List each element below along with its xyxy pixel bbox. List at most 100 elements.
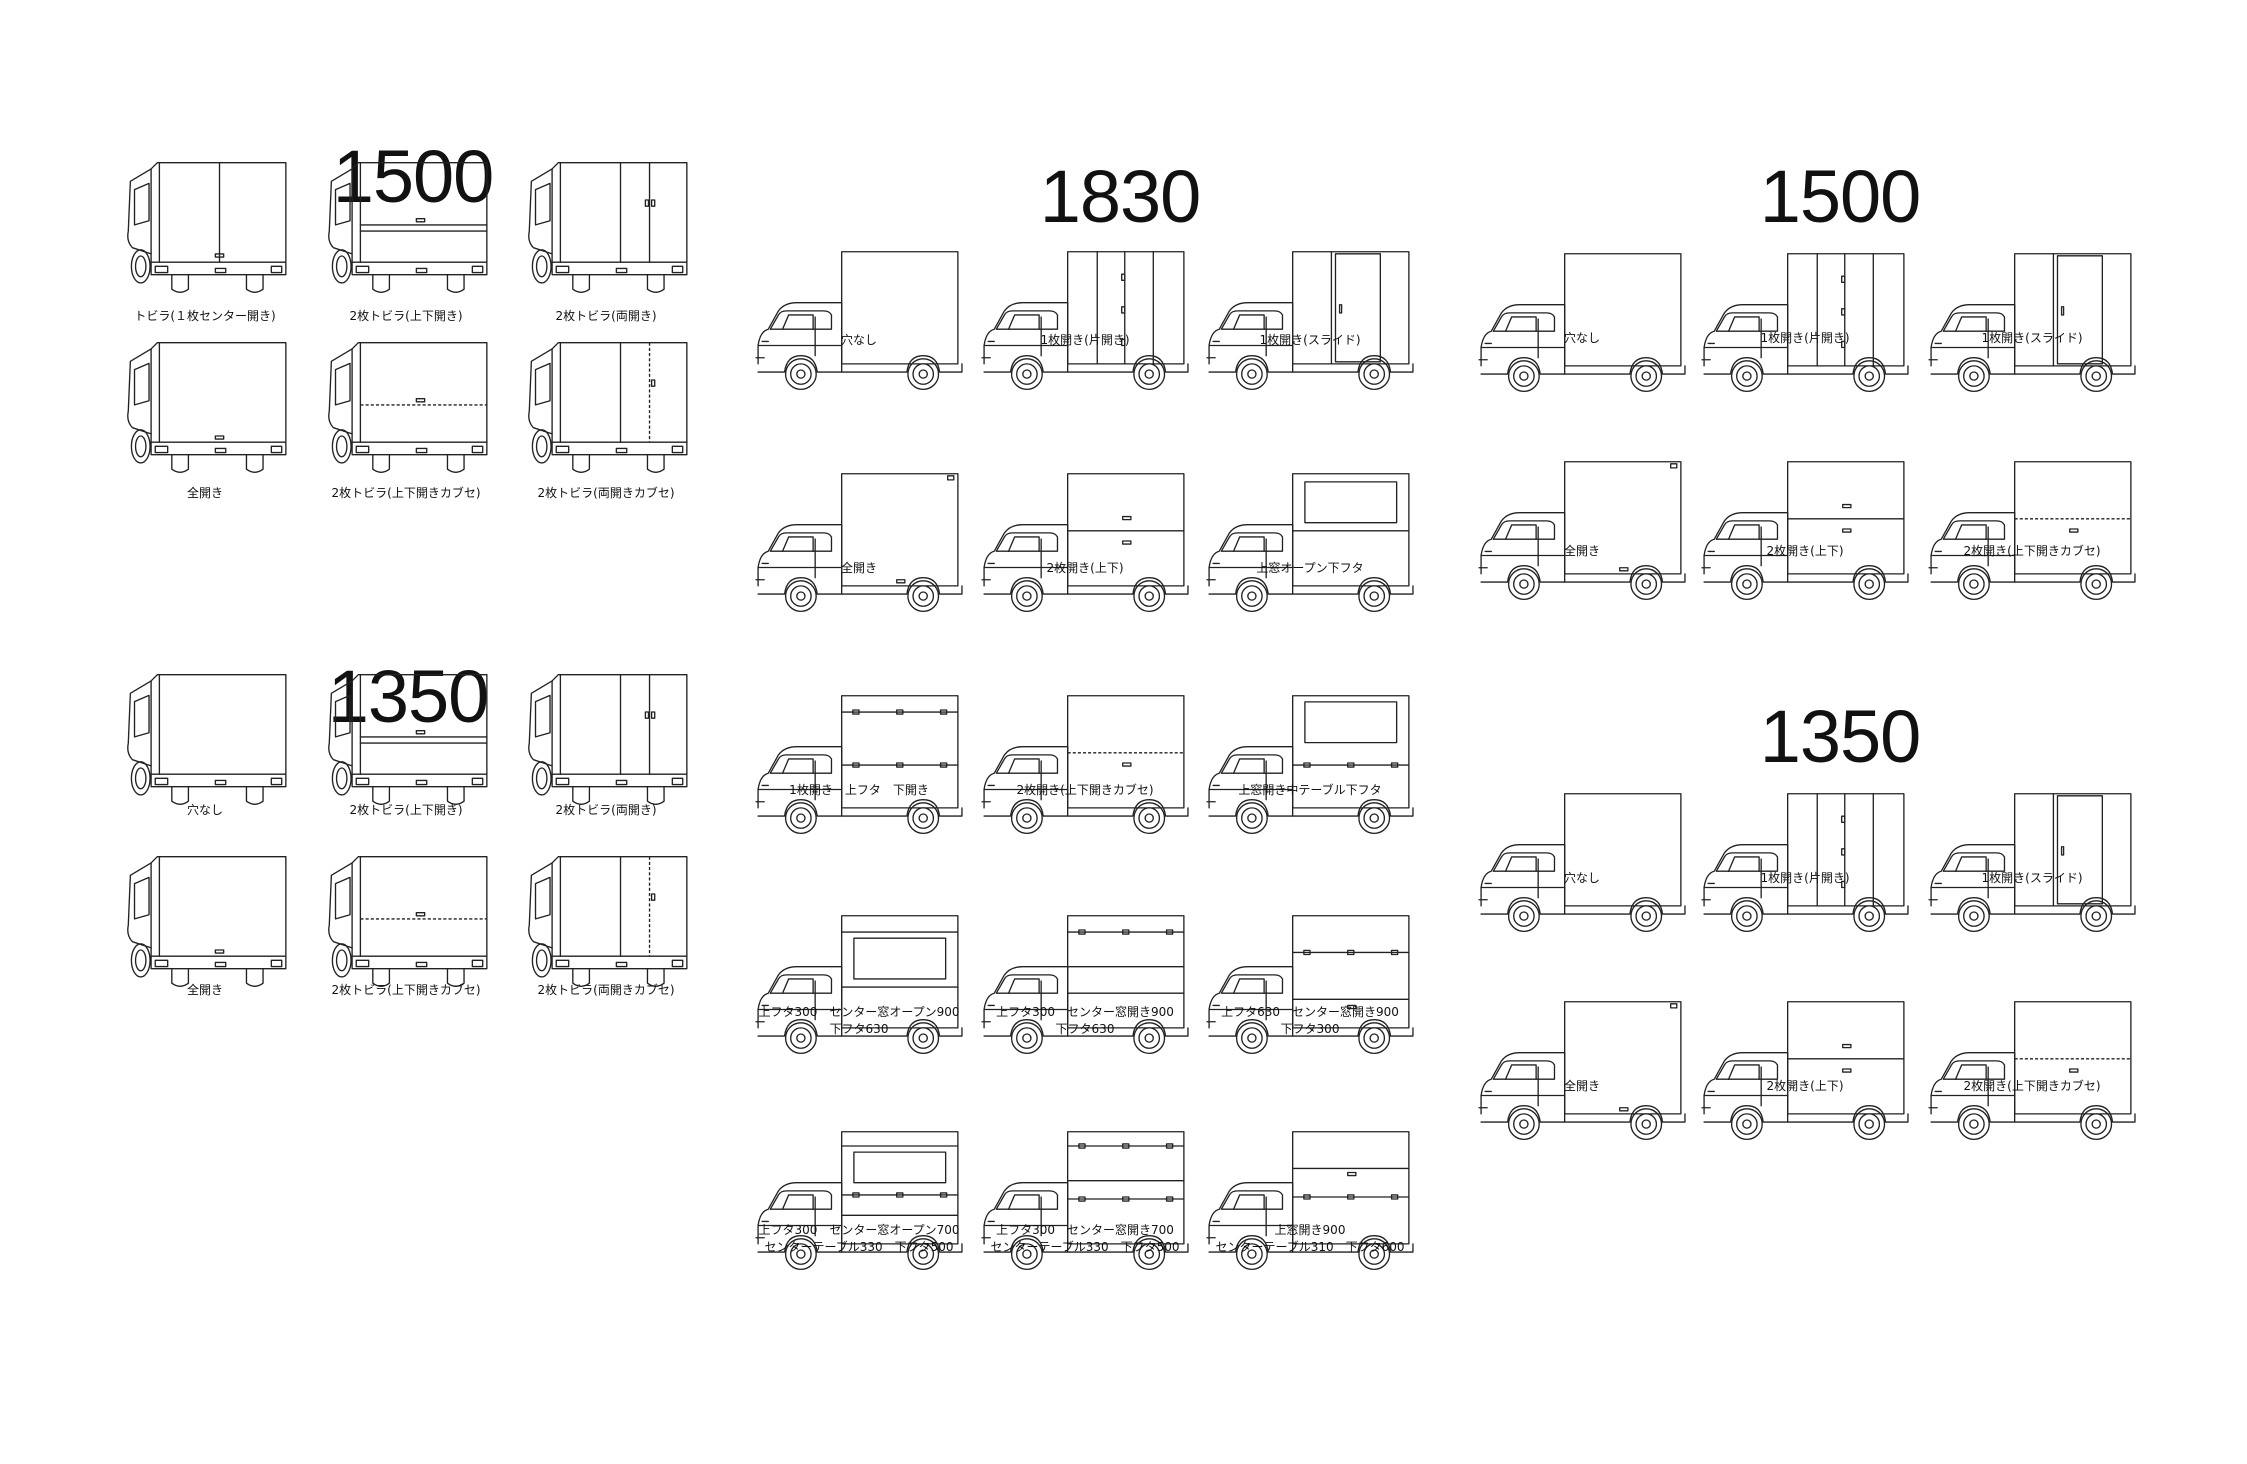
- caption-line: 穴なし: [840, 333, 878, 347]
- side-truck-drawing: [755, 473, 963, 613]
- rear-truck-drawing: [127, 856, 287, 987]
- caption-line: 上フタ300 センター窓開き700: [996, 1223, 1174, 1237]
- caption-line: 2枚トビラ(上下開きカブセ): [331, 983, 481, 997]
- caption-line: 上フタ630 センター窓開き900: [1221, 1005, 1399, 1019]
- variant-caption: 1枚開き(スライド): [1982, 330, 2083, 347]
- side-truck-drawing: [755, 251, 963, 391]
- variant-caption: 全開き: [187, 982, 223, 999]
- caption-line: 下フタ630: [829, 1022, 889, 1036]
- caption-line: 2枚開き(上下開きカブセ): [1963, 1079, 2101, 1093]
- variant-caption: 2枚トビラ(上下開き): [350, 802, 463, 819]
- variant-caption: 2枚開き(上下開きカブセ): [1964, 1078, 2101, 1095]
- variant-caption: 穴なし: [841, 332, 877, 349]
- caption-line: 上窓開き900: [1274, 1223, 1346, 1237]
- side-truck-drawing: [1928, 461, 2136, 601]
- caption-line: 1枚開き(片開き): [1760, 871, 1850, 885]
- variant-caption: 1枚開き(片開き): [1761, 330, 1850, 347]
- side-truck-drawing: [755, 695, 963, 835]
- variant-caption: 1枚開き 上フタ 下開き: [789, 782, 929, 799]
- caption-line: 全開き: [840, 561, 878, 575]
- variant-caption: 2枚トビラ(両開きカブセ): [538, 485, 675, 502]
- caption-line: 1枚開き(スライド): [1981, 331, 2083, 345]
- variant-caption: 上窓開き900 センターテーブル310 下フタ600: [1215, 1222, 1404, 1256]
- side-truck-drawing: [1928, 1001, 2136, 1141]
- variant-caption: 1枚開き(片開き): [1761, 870, 1850, 887]
- caption-line: 穴なし: [1563, 331, 1601, 345]
- caption-line: 上窓オープン下フタ: [1256, 561, 1364, 575]
- variant-caption: 全開き: [841, 560, 877, 577]
- variant-caption: 全開き: [187, 485, 223, 502]
- side-truck-drawing: [981, 251, 1189, 391]
- side-truck-drawing: [1206, 695, 1414, 835]
- variant-caption: 2枚開き(上下): [1767, 543, 1844, 560]
- caption-line: 2枚開き(上下開きカブセ): [1963, 544, 2101, 558]
- caption-line: センターテーブル330 下フタ500: [764, 1240, 954, 1254]
- variant-caption: 1枚開き(スライド): [1982, 870, 2083, 887]
- variant-caption: 穴なし: [1564, 330, 1600, 347]
- side-truck-drawing: [1701, 793, 1909, 933]
- caption-line: 2枚トビラ(両開き): [555, 309, 657, 323]
- variant-caption: 2枚トビラ(両開き): [556, 308, 657, 325]
- variant-caption: 1枚開き(スライド): [1260, 332, 1361, 349]
- caption-line: 全開き: [1563, 544, 1601, 558]
- rear-truck-drawing: [328, 674, 488, 805]
- caption-line: 全開き: [1563, 1079, 1601, 1093]
- rear-truck-drawing: [127, 342, 287, 473]
- variant-caption: 穴なし: [1564, 870, 1600, 887]
- variant-caption: トビラ(１枚センター開き): [134, 308, 275, 325]
- rear-truck-drawing: [127, 674, 287, 805]
- variant-caption: 2枚開き(上下開きカブセ): [1964, 543, 2101, 560]
- side-truck-drawing: [1206, 915, 1414, 1055]
- caption-line: トビラ(１枚センター開き): [134, 309, 276, 323]
- side-truck-drawing: [755, 915, 963, 1055]
- side-truck-drawing: [981, 473, 1189, 613]
- variant-caption: 上窓開き中テーブル下フタ: [1238, 782, 1381, 799]
- rear-truck-drawing: [328, 162, 488, 293]
- caption-line: 2枚開き(上下): [1046, 561, 1124, 575]
- variant-caption: 1枚開き(片開き): [1041, 332, 1130, 349]
- variant-caption: 2枚開き(上下開きカブセ): [1017, 782, 1154, 799]
- caption-line: センターテーブル310 下フタ600: [1215, 1240, 1405, 1254]
- section-title: 1830: [1039, 155, 1202, 238]
- side-truck-drawing: [1701, 253, 1909, 393]
- rear-truck-drawing: [328, 342, 488, 473]
- variant-caption: 2枚トビラ(両開きカブセ): [538, 982, 675, 999]
- caption-line: 穴なし: [186, 803, 224, 817]
- caption-line: 2枚トビラ(両開きカブセ): [537, 983, 675, 997]
- caption-line: 2枚トビラ(上下開き): [349, 309, 463, 323]
- caption-line: 2枚開き(上下): [1766, 544, 1844, 558]
- variant-caption: 穴なし: [187, 802, 223, 819]
- rear-truck-drawing: [528, 856, 688, 987]
- caption-line: 1枚開き(片開き): [1040, 333, 1130, 347]
- side-truck-drawing: [1701, 461, 1909, 601]
- side-truck-drawing: [1206, 251, 1414, 391]
- caption-line: 2枚開き(上下): [1766, 1079, 1844, 1093]
- caption-line: 2枚トビラ(両開き): [555, 803, 657, 817]
- variant-caption: 全開き: [1564, 1078, 1600, 1095]
- caption-line: 下フタ300: [1280, 1022, 1340, 1036]
- caption-line: 下フタ630: [1055, 1022, 1115, 1036]
- caption-line: 全開き: [186, 983, 224, 997]
- caption-line: 1枚開き 上フタ 下開き: [789, 783, 929, 797]
- side-truck-drawing: [1206, 1131, 1414, 1271]
- rear-truck-drawing: [528, 342, 688, 473]
- side-truck-drawing: [1478, 253, 1686, 393]
- side-truck-drawing: [1478, 793, 1686, 933]
- side-truck-drawing: [755, 1131, 963, 1271]
- variant-caption: 2枚トビラ(上下開きカブセ): [332, 982, 481, 999]
- side-truck-drawing: [981, 695, 1189, 835]
- section-title: 1500: [1759, 155, 1922, 238]
- side-truck-drawing: [981, 915, 1189, 1055]
- side-truck-drawing: [981, 1131, 1189, 1271]
- section-title: 1350: [1759, 695, 1922, 778]
- variant-caption: 上フタ630 センター窓開き900 下フタ300: [1221, 1004, 1399, 1038]
- side-truck-drawing: [1928, 793, 2136, 933]
- rear-truck-drawing: [528, 162, 688, 293]
- variant-caption: 全開き: [1564, 543, 1600, 560]
- caption-line: 全開き: [186, 486, 224, 500]
- side-truck-drawing: [1478, 461, 1686, 601]
- caption-line: 上窓開き中テーブル下フタ: [1238, 783, 1382, 797]
